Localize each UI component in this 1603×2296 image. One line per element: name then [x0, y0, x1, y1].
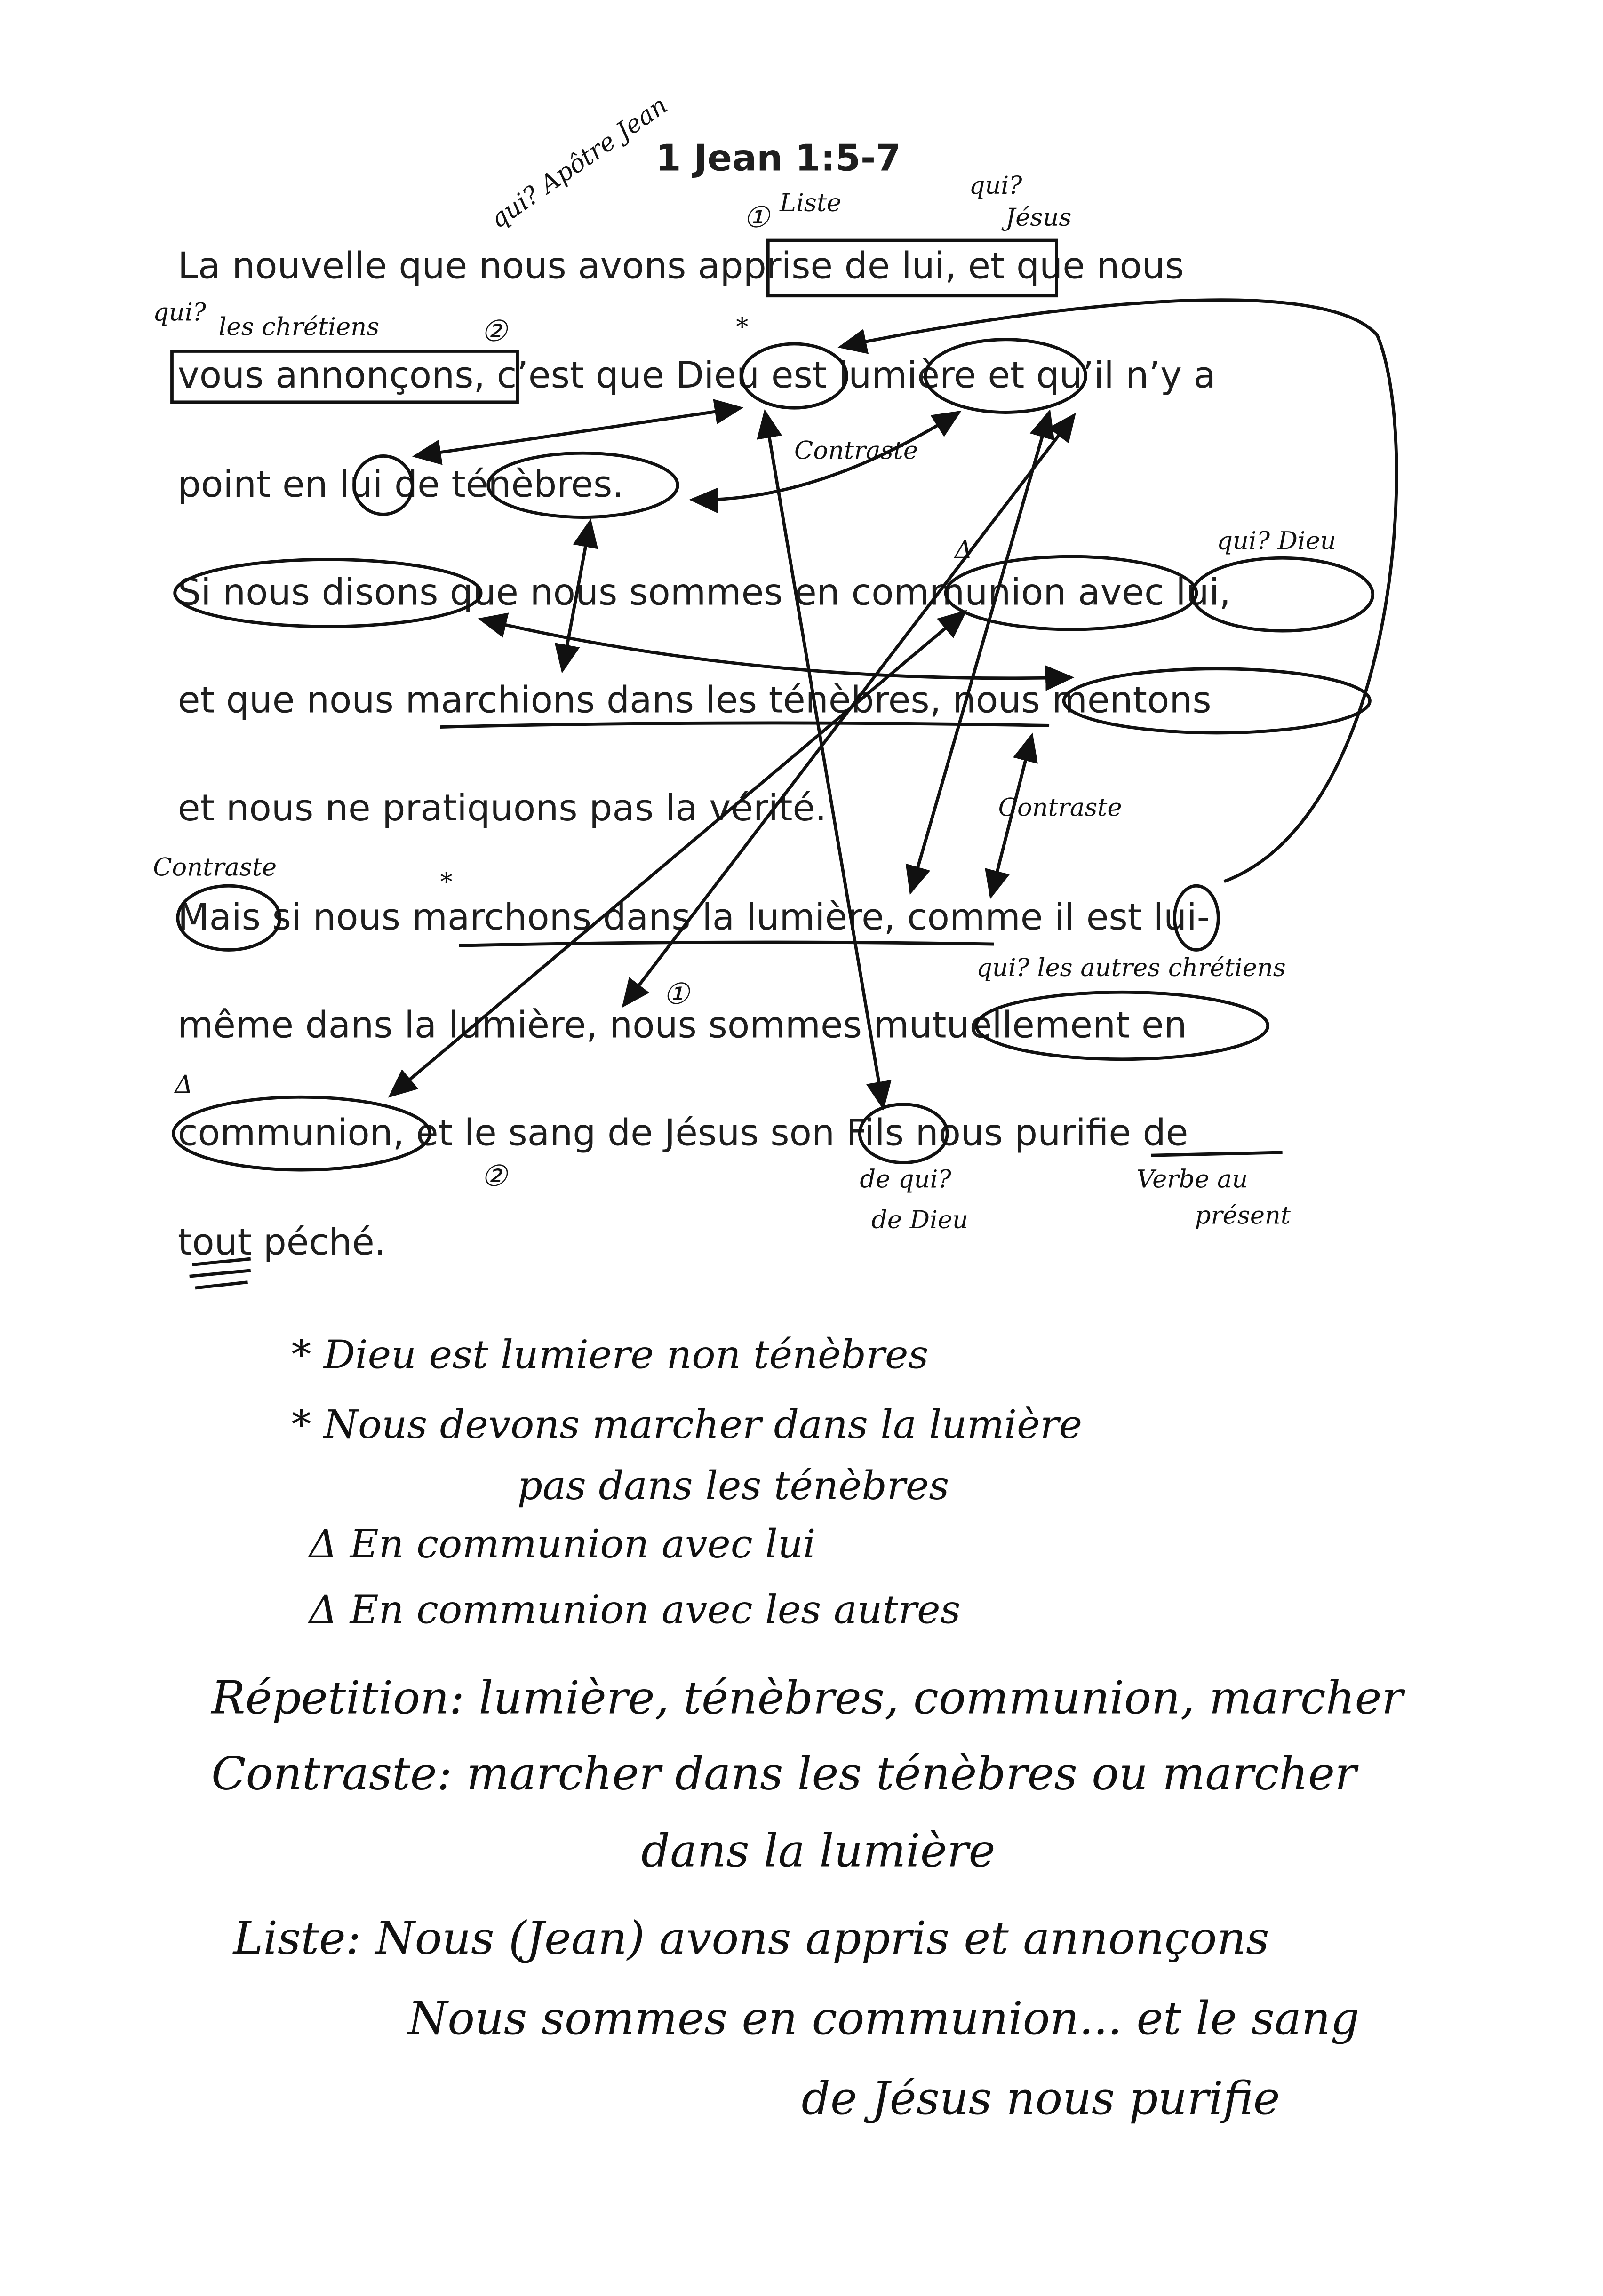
arrow-dieu-son	[757, 409, 892, 1111]
verse-line-10: tout péché.	[177, 1221, 386, 1263]
circle-si-nous-disons	[173, 557, 483, 628]
circle-il	[1173, 884, 1220, 952]
arrow-il-to-dieu	[837, 298, 1398, 883]
note-number-2-top: ②	[481, 313, 507, 349]
note-liste: Liste: Nous (Jean) avons appris et annon…	[233, 1913, 1269, 1966]
arrow-dieu-lui	[412, 399, 744, 465]
note-qui-chretiens-q: qui?	[153, 298, 206, 328]
note-number-1-mid: ①	[663, 976, 689, 1011]
note-liste-number: ①	[743, 199, 770, 235]
arrow-tenebres-marchions	[554, 518, 598, 674]
note-present: présent	[1195, 1202, 1291, 1231]
note-qui-les-autres-chretiens: qui? les autres chrétiens	[976, 954, 1286, 984]
note-les-chretiens: les chrétiens	[218, 313, 380, 342]
verse-line-9: communion, et le sang de Jésus son Fils …	[177, 1112, 1188, 1154]
summary-note-1: * Dieu est lumiere non ténèbres	[291, 1333, 929, 1379]
verse-line-2: vous annonçons, c’est que Dieu est lumiè…	[177, 354, 1216, 397]
note-contraste-cont: dans la lumière	[641, 1825, 996, 1878]
note-liste-cont-2: de Jésus nous purifie	[801, 2073, 1280, 2126]
circle-son	[858, 1103, 949, 1165]
arrow-communion-communion	[388, 610, 967, 1098]
star-mark-dieu: *	[736, 313, 749, 342]
box-apprise-de-lui	[766, 238, 1058, 298]
page-title: 1 Jean 1:5-7	[655, 137, 901, 179]
circle-lumiere	[924, 338, 1087, 414]
summary-note-5: Δ En communion avec les autres	[309, 1588, 961, 1634]
note-liste-cont-1: Nous sommes en communion... et le sang	[408, 1993, 1360, 2046]
circle-communion-1	[944, 555, 1198, 631]
summary-note-3: pas dans les ténèbres	[517, 1464, 949, 1509]
note-repetition: Répetition: lumière, ténèbres, communion…	[211, 1672, 1404, 1725]
arrow-lumiere-lumiere-2	[622, 413, 1076, 1008]
hatch-marks	[189, 1257, 251, 1290]
circle-nous-mentons	[1062, 667, 1372, 735]
note-contraste: Contraste: marcher dans les ténèbres ou …	[211, 1748, 1356, 1801]
underline-marchons-lumiere	[459, 940, 994, 947]
circle-lui	[352, 454, 414, 516]
delta-mark-communion-2: Δ	[175, 1071, 193, 1100]
note-qui-dieu: qui? Dieu	[1217, 527, 1336, 557]
note-qui-jesus: Jésus	[1005, 204, 1072, 233]
arrow-mentons-marchons	[985, 732, 1038, 899]
circle-dieu	[740, 342, 848, 410]
star-mark-marchons: *	[440, 868, 453, 898]
summary-note-4: Δ En communion avec lui	[309, 1522, 816, 1568]
note-liste: Liste	[780, 189, 842, 219]
verse-line-1: La nouvelle que nous avons apprise de lu…	[177, 245, 1184, 287]
note-qui-jesus-q: qui?	[969, 172, 1022, 201]
note-number-2-bottom: ②	[481, 1158, 507, 1193]
note-de-qui: de qui?	[860, 1165, 951, 1195]
circle-mutuellement	[974, 990, 1270, 1061]
underline-purifie	[1151, 1151, 1283, 1157]
verse-line-3: point en lui de ténèbres.	[177, 463, 624, 506]
circle-mais	[176, 884, 282, 952]
note-contraste-1: Contraste	[794, 437, 918, 467]
note-verbe-au: Verbe au	[1136, 1165, 1248, 1195]
note-de-dieu: de Dieu	[871, 1206, 968, 1236]
note-contraste-3: Contraste	[153, 854, 277, 883]
circle-communion-2	[172, 1095, 432, 1172]
circle-tenebres	[486, 451, 679, 519]
box-vous-annoncons	[170, 350, 519, 404]
note-contraste-2: Contraste	[998, 794, 1122, 823]
summary-note-2: * Nous devons marcher dans la lumière	[291, 1403, 1083, 1448]
delta-mark-communion: Δ	[954, 536, 973, 565]
circle-avec-lui	[1190, 556, 1375, 633]
